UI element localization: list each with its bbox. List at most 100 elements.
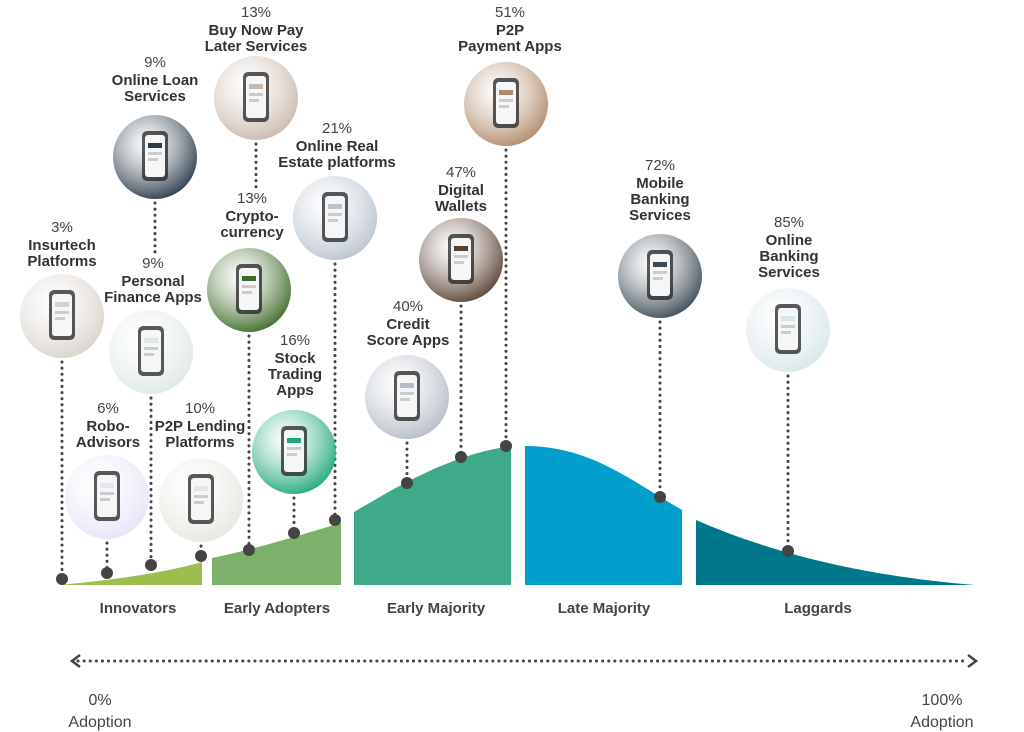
segment-label: Innovators <box>100 600 177 617</box>
item-label-line: Personal <box>121 273 184 290</box>
bitcoin-photo-icon <box>207 248 291 332</box>
bnpl-app-photo-icon <box>214 56 298 140</box>
adoption-percent: 3% <box>51 219 73 236</box>
item-label-line: Platforms <box>27 253 96 270</box>
loan-app-photo-icon <box>113 115 197 199</box>
finance-app-photo-icon <box>109 310 193 394</box>
adoption-percent: 40% <box>393 298 423 315</box>
adoption-point-dot <box>654 491 666 503</box>
axis-end-label: Adoption <box>910 714 973 731</box>
item-label-line: Banking <box>630 191 689 208</box>
innovation-item: 13%Crypto-currency <box>207 190 291 332</box>
adoption-percent: 85% <box>774 214 804 231</box>
adoption-percent: 16% <box>280 332 310 349</box>
adoption-percent: 51% <box>495 4 525 21</box>
item-label-line: Banking <box>759 248 818 265</box>
item-label-line: Advisors <box>76 434 140 451</box>
p2p-payment-photo-icon <box>464 62 548 146</box>
item-label-line: Digital <box>438 182 484 199</box>
item-label-line: Buy Now Pay <box>208 22 304 39</box>
axis-end-percent: 100% <box>922 692 963 709</box>
stock-app-photo-icon <box>252 410 336 494</box>
real-estate-app-photo-icon <box>293 176 377 260</box>
segment-label: Laggards <box>784 600 852 617</box>
item-label-line: Estate platforms <box>278 154 396 171</box>
item-label-line: Trading <box>268 366 322 383</box>
item-label-line: Services <box>124 88 186 105</box>
axis-right-arrowhead-icon <box>967 654 979 668</box>
item-label-line: Online Real <box>296 138 379 155</box>
item-label-line: Finance Apps <box>104 289 202 306</box>
adoption-percent: 13% <box>241 4 271 21</box>
adoption-point-dot <box>288 527 300 539</box>
item-label-line: Later Services <box>205 38 308 55</box>
online-banking-photo-icon <box>746 288 830 372</box>
adoption-percent: 13% <box>237 190 267 207</box>
adoption-point-dot <box>401 477 413 489</box>
item-label-line: P2P Lending <box>155 418 246 435</box>
curve-segment-innovators <box>60 562 202 585</box>
curve-segment-early-majority <box>354 446 511 585</box>
adoption-percent: 47% <box>446 164 476 181</box>
item-label-line: Score Apps <box>367 332 450 349</box>
adoption-percent: 72% <box>645 157 675 174</box>
segment-label: Late Majority <box>558 600 651 617</box>
adoption-point-dot <box>56 573 68 585</box>
credit-score-app-photo-icon <box>365 355 449 439</box>
item-label-line: Crypto- <box>225 208 278 225</box>
curve-segment-late-majority <box>525 446 682 585</box>
adoption-percent: 9% <box>144 54 166 71</box>
axis-left-arrowhead-icon <box>69 654 81 668</box>
curve-segment-early-adopters <box>212 523 341 585</box>
item-label-line: Insurtech <box>28 237 96 254</box>
adoption-point-dot <box>329 514 341 526</box>
item-label-line: Services <box>758 264 820 281</box>
adoption-point-dot <box>455 451 467 463</box>
mobile-banking-photo-icon <box>618 234 702 318</box>
adoption-percent: 10% <box>185 400 215 417</box>
adoption-point-dot <box>500 440 512 452</box>
item-label-line: Robo- <box>86 418 129 435</box>
axis-start-label: Adoption <box>68 714 131 731</box>
item-label-line: Mobile <box>636 175 684 192</box>
item-label-line: Online Loan <box>112 72 199 89</box>
innovation-item: 6%Robo-Advisors <box>65 400 149 539</box>
item-label-line: currency <box>220 224 284 241</box>
wealthfront-app-photo-icon <box>65 455 149 539</box>
adoption-percent: 6% <box>97 400 119 417</box>
item-label-line: P2P <box>496 22 524 39</box>
adoption-point-dot <box>145 559 157 571</box>
curve-segment-laggards <box>696 520 975 585</box>
segment-label: Early Adopters <box>224 600 330 617</box>
item-label-line: Credit <box>386 316 429 333</box>
item-label-line: Online <box>766 232 813 249</box>
axis-start-percent: 0% <box>88 692 111 709</box>
adoption-percent: 21% <box>322 120 352 137</box>
insurtech-app-photo-icon <box>20 274 104 358</box>
adoption-point-dot <box>243 544 255 556</box>
adoption-axis: 0% Adoption 100% Adoption <box>68 654 979 731</box>
upstart-photo-icon <box>159 458 243 542</box>
digital-wallet-photo-icon <box>419 218 503 302</box>
adoption-point-dot <box>782 545 794 557</box>
item-label-line: Apps <box>276 382 314 399</box>
item-label-line: Stock <box>275 350 317 367</box>
item-label-line: Platforms <box>165 434 234 451</box>
item-label-line: Wallets <box>435 198 487 215</box>
adoption-point-dot <box>101 567 113 579</box>
adoption-point-dot <box>195 550 207 562</box>
segment-label: Early Majority <box>387 600 486 617</box>
